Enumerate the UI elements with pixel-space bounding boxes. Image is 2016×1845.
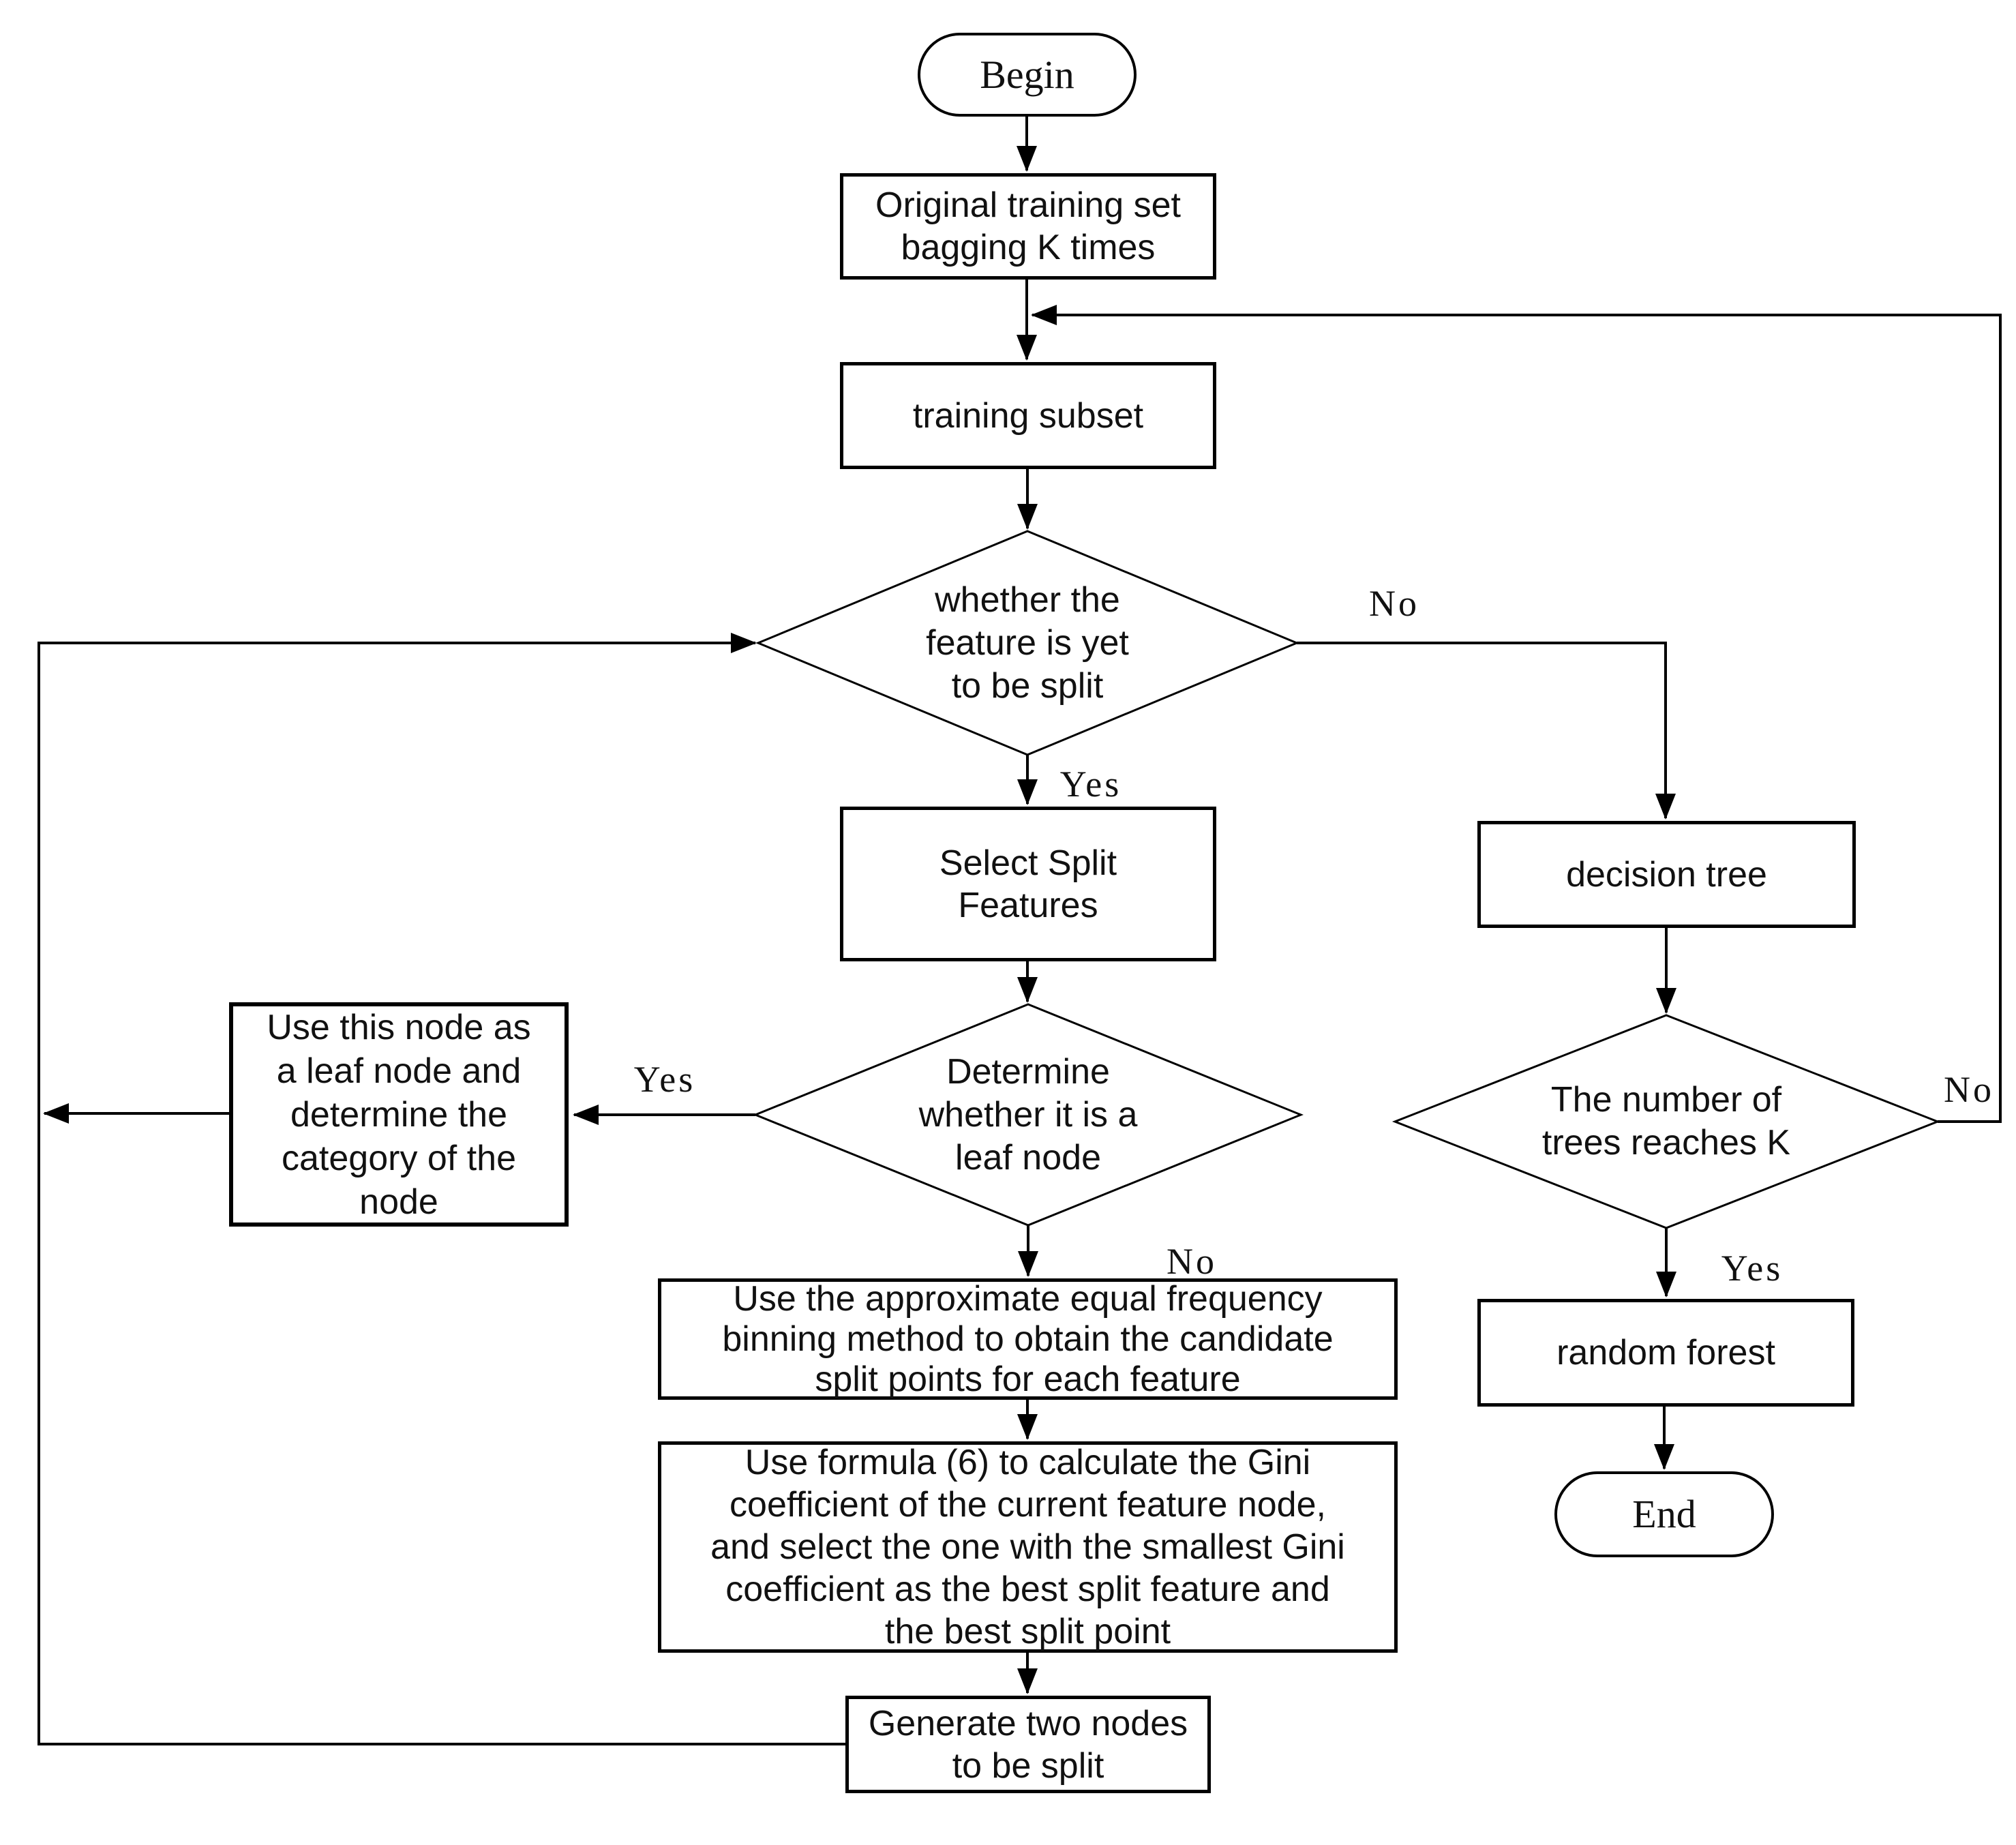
- edge-label-feature-split-yes: Yes: [1059, 764, 1122, 805]
- node-line: trees reaches K: [1541, 1123, 1791, 1162]
- node-line: coefficient of the current feature node,: [729, 1485, 1326, 1525]
- feature-split-decision-diamond: [755, 530, 1299, 756]
- node-generate-nodes: Generate two nodes to be split: [845, 1696, 1211, 1793]
- edge-label-feature-split-no: No: [1369, 583, 1419, 624]
- node-line: coefficient as the best split feature an…: [725, 1570, 1330, 1609]
- node-line: binning method to obtain the candidate: [722, 1319, 1334, 1359]
- node-line: whether it is a: [918, 1094, 1138, 1135]
- node-line: to be split: [952, 1745, 1104, 1786]
- edge-trees-no-return-loop: [1031, 305, 2002, 1123]
- node-line: split points for each feature: [815, 1359, 1241, 1399]
- node-line: Use the approximate equal frequency: [733, 1278, 1323, 1319]
- node-end: End: [1554, 1471, 1774, 1557]
- node-line: the best split point: [884, 1612, 1171, 1651]
- node-bagging: Original training set bagging K times: [840, 173, 1216, 280]
- edge-label-leaf-yes: Yes: [633, 1059, 696, 1100]
- trees-reach-k-diamond: [1391, 1014, 1941, 1229]
- node-begin: Begin: [918, 33, 1137, 117]
- node-line: a leaf node and: [276, 1051, 522, 1091]
- edge-label-trees-no: No: [1944, 1069, 1994, 1110]
- node-begin-label: Begin: [980, 52, 1074, 97]
- node-line: Determine: [946, 1051, 1110, 1092]
- node-feature-split-decision: whether the feature is yet to be split: [823, 575, 1232, 711]
- node-line: Select Split: [939, 843, 1117, 883]
- node-line: Generate two nodes: [868, 1703, 1188, 1743]
- node-line: Use formula (6) to calculate the Gini: [744, 1443, 1311, 1482]
- node-leaf-action: Use this node as a leaf node and determi…: [229, 1002, 569, 1227]
- node-random-forest: random forest: [1477, 1299, 1854, 1407]
- node-line: whether the: [935, 580, 1120, 620]
- node-leaf-decision: Determine whether it is a leaf node: [824, 1047, 1233, 1183]
- node-line: and select the one with the smallest Gin…: [710, 1527, 1345, 1567]
- node-line: Original training set: [875, 185, 1181, 225]
- node-line: training subset: [912, 395, 1144, 436]
- edge-feature-split-no-to-decision-tree: [1297, 642, 1676, 820]
- node-line: category of the: [282, 1138, 516, 1178]
- node-line: determine the: [290, 1094, 507, 1135]
- node-line: decision tree: [1566, 854, 1767, 895]
- node-trees-reach-k: The number of trees reaches K: [1462, 1053, 1871, 1190]
- node-line: bagging K times: [901, 228, 1156, 267]
- node-line: node: [359, 1182, 438, 1222]
- edge-label-trees-yes: Yes: [1721, 1248, 1784, 1289]
- node-end-label: End: [1632, 1492, 1696, 1536]
- edge-label-leaf-no: No: [1167, 1241, 1217, 1282]
- node-line: feature is yet: [926, 622, 1129, 663]
- node-line: The number of: [1550, 1080, 1782, 1120]
- node-line: to be split: [951, 665, 1104, 706]
- node-select-split: Select Split Features: [840, 807, 1216, 961]
- node-line: Use this node as: [267, 1007, 531, 1047]
- edge-generate-loop-to-feature-split: [37, 633, 845, 1745]
- node-line: random forest: [1556, 1333, 1775, 1372]
- node-line: Features: [958, 885, 1098, 925]
- node-line: leaf node: [955, 1137, 1101, 1178]
- node-gini: Use formula (6) to calculate the Gini co…: [658, 1441, 1398, 1653]
- node-decision-tree: decision tree: [1477, 821, 1856, 928]
- node-binning: Use the approximate equal frequency binn…: [658, 1278, 1398, 1400]
- node-training-subset: training subset: [840, 362, 1216, 469]
- leaf-decision-diamond: [753, 1003, 1304, 1227]
